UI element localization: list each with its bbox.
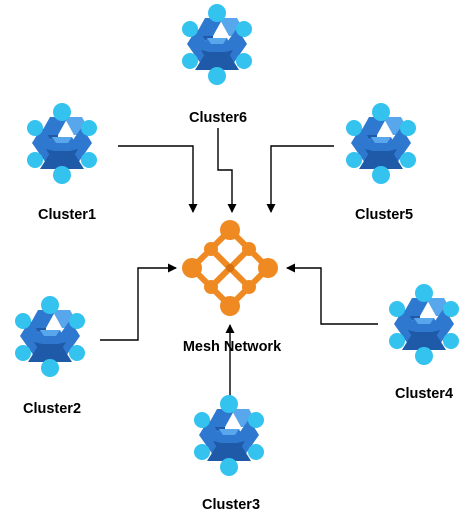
connector-cluster1-to-mesh	[118, 145, 198, 213]
cluster-label: Cluster6	[189, 110, 247, 126]
connector-cluster5-to-mesh	[266, 145, 334, 213]
kubernetes-cluster-icon	[389, 284, 459, 365]
cluster-label: Cluster3	[202, 497, 260, 513]
cluster-node[interactable]: Cluster3	[194, 395, 264, 513]
cluster-node[interactable]: Cluster1	[27, 103, 97, 223]
cluster-label: Cluster1	[38, 207, 96, 223]
cluster-label: Cluster5	[355, 207, 413, 223]
cluster-node[interactable]: Cluster2	[15, 296, 85, 417]
kubernetes-cluster-icon	[15, 296, 85, 377]
mesh-network-label: Mesh Network	[183, 339, 282, 355]
connector-cluster2-to-mesh	[100, 263, 177, 341]
kubernetes-cluster-icon	[194, 395, 264, 476]
kubernetes-cluster-icon	[346, 103, 416, 184]
connector-cluster4-to-mesh	[286, 263, 378, 325]
cluster-node[interactable]: Cluster5	[346, 103, 416, 223]
connectors	[100, 128, 378, 398]
kubernetes-cluster-icon	[27, 103, 97, 184]
cluster-node[interactable]: Cluster4	[389, 284, 459, 402]
cluster-node[interactable]: Cluster6	[182, 4, 252, 126]
kubernetes-cluster-icon	[182, 4, 252, 85]
mesh-network-icon[interactable]	[182, 220, 278, 316]
cluster-label: Cluster4	[395, 386, 453, 402]
connector-cluster6-to-mesh	[217, 128, 237, 213]
cluster-label: Cluster2	[23, 401, 81, 417]
